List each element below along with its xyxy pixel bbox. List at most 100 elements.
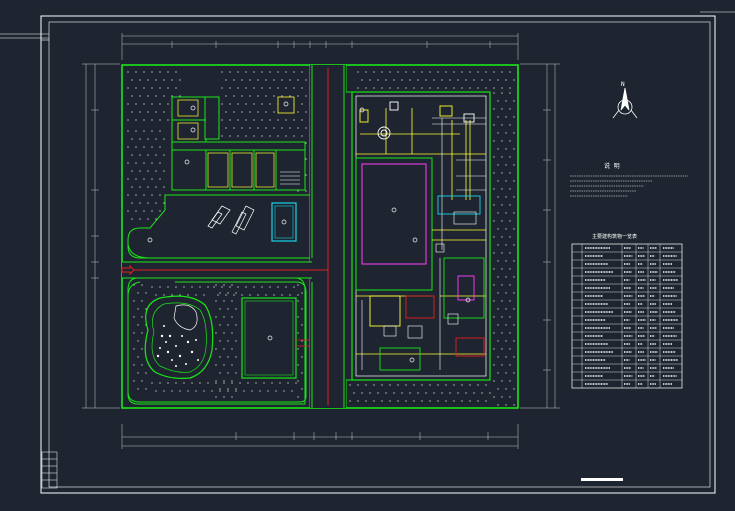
planting-dot: [267, 390, 269, 392]
dimension-bottom: [121, 424, 519, 449]
planting-dot: [235, 308, 237, 310]
planting-dot: [297, 380, 299, 382]
planting-dot: [139, 154, 141, 156]
planting-dot: [361, 392, 363, 394]
planting-dot: [477, 400, 479, 402]
planting-dot: [139, 111, 141, 113]
pipe-runs-white: [361, 117, 486, 370]
planting-dot: [493, 71, 495, 73]
planting-dot: [297, 79, 299, 81]
planting-dot: [457, 392, 459, 394]
planting-dot: [137, 356, 139, 358]
planting-dot: [127, 210, 129, 212]
planting-dot: [135, 178, 137, 180]
planting-dot: [133, 332, 135, 334]
planting-dot: [501, 108, 503, 110]
planting-dot: [513, 340, 515, 342]
planting-dot: [167, 286, 169, 288]
planting-dot: [261, 135, 263, 137]
equipment-small: [383, 211, 477, 339]
planting-dot: [257, 79, 259, 81]
planting-dot: [251, 390, 253, 392]
planting-dot: [133, 364, 135, 366]
planting-dot: [505, 100, 507, 102]
planting-dot: [135, 87, 137, 89]
planting-dot: [159, 103, 161, 105]
planting-dot: [147, 154, 149, 156]
planting-dot: [137, 308, 139, 310]
planting-dot: [473, 392, 475, 394]
planting-dot: [151, 71, 153, 73]
planting-dot: [151, 130, 153, 132]
planting-dot: [289, 127, 291, 129]
planting-dot: [143, 87, 145, 89]
planting-dot: [301, 71, 303, 73]
planting-dot: [163, 79, 165, 81]
planting-dot: [509, 188, 511, 190]
planting-dot: [155, 138, 157, 140]
planting-dot: [269, 87, 271, 89]
planting-dot: [513, 164, 515, 166]
planting-dot: [281, 95, 283, 97]
planting-dot: [501, 300, 503, 302]
planting-dot: [405, 400, 407, 402]
planting-dot: [223, 396, 225, 398]
planting-dot: [509, 380, 511, 382]
planting-dot: [301, 308, 303, 310]
planting-dot: [221, 103, 223, 105]
planting-dot: [155, 154, 157, 156]
planting-dot: [139, 186, 141, 188]
planting-dot: [493, 140, 495, 142]
planting-dot: [505, 404, 507, 406]
planting-dot: [501, 332, 503, 334]
planting-dot: [229, 103, 231, 105]
planting-dot: [509, 316, 511, 318]
planting-dot: [175, 71, 177, 73]
planting-dot: [227, 324, 229, 326]
building-table: [571, 243, 683, 389]
planting-dot: [225, 79, 227, 81]
planting-dot: [501, 140, 503, 142]
planting-dot: [497, 340, 499, 342]
planting-dot: [199, 286, 201, 288]
planting-dot: [509, 252, 511, 254]
planting-dot: [167, 87, 169, 89]
planting-dot: [233, 127, 235, 129]
planting-dot: [225, 95, 227, 97]
road-edges: [122, 65, 345, 408]
planting-dot: [357, 87, 359, 89]
planting-dot: [505, 260, 507, 262]
planting-dot: [243, 390, 245, 392]
planting-dot: [159, 71, 161, 73]
planting-dot: [215, 396, 217, 398]
planting-dot: [159, 210, 161, 212]
planting-dot: [241, 95, 243, 97]
dimension-top: [121, 33, 519, 60]
planting-dot: [223, 380, 225, 382]
planting-dot: [265, 111, 267, 113]
planting-dot: [155, 186, 157, 188]
planting-dot: [509, 87, 511, 89]
planting-dot: [301, 119, 303, 121]
planting-dot: [493, 268, 495, 270]
planting-dot: [235, 292, 237, 294]
planting-dot: [497, 180, 499, 182]
planting-dot: [139, 79, 141, 81]
planting-dot: [505, 308, 507, 310]
planting-dot: [277, 286, 279, 288]
planting-dot: [219, 388, 221, 390]
planting-dot: [145, 292, 147, 294]
planting-dot: [141, 316, 143, 318]
planting-dot: [217, 294, 219, 296]
office-stair: [280, 171, 300, 185]
planting-dot: [377, 392, 379, 394]
planting-dot: [245, 71, 247, 73]
planting-dot: [497, 356, 499, 358]
planting-dot: [257, 127, 259, 129]
planting-dot: [163, 138, 165, 140]
planting-dot: [509, 284, 511, 286]
planting-dot: [505, 356, 507, 358]
planting-dot: [501, 268, 503, 270]
planting-dot: [305, 79, 307, 81]
